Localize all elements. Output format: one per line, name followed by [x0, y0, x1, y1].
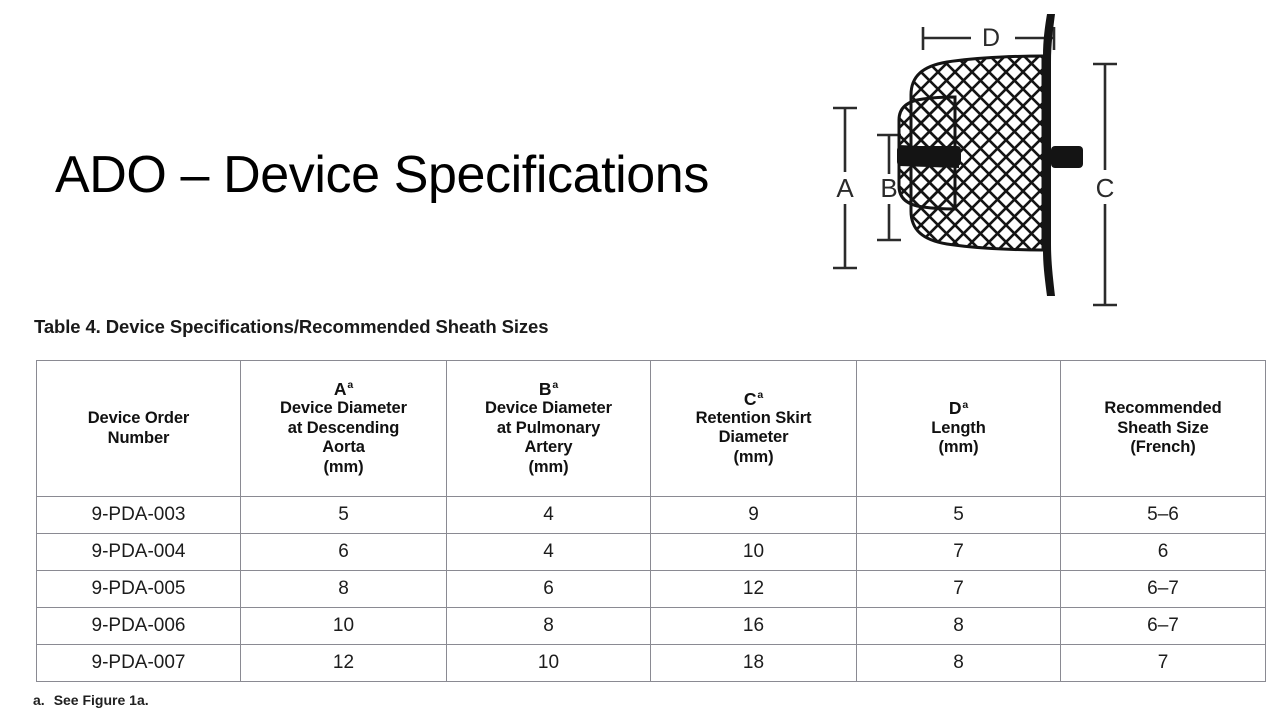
dimension-a-label: A	[836, 173, 854, 203]
cell-diameter-descending-aorta: 5	[240, 496, 447, 534]
cell-diameter-pulmonary-artery: 6	[446, 570, 651, 608]
header-line: (mm)	[733, 447, 774, 466]
header-line: (mm)	[938, 438, 979, 457]
dimension-c	[1093, 62, 1117, 307]
dimension-c-label: C	[1096, 173, 1115, 203]
cell-sheath-size: 5–6	[1060, 496, 1266, 534]
header-line: (French)	[1130, 438, 1196, 457]
cell-order-number: 9-PDA-005	[36, 570, 241, 608]
cell-length: 7	[856, 570, 1061, 608]
dimension-marker-a: Aa	[333, 378, 354, 399]
retention-skirt	[1043, 14, 1055, 296]
cell-diameter-descending-aorta: 8	[240, 570, 447, 608]
table-row: 9-PDA-004 6 4 10 7 6	[36, 533, 1266, 571]
cell-diameter-pulmonary-artery: 4	[446, 496, 651, 534]
cell-sheath-size: 6	[1060, 533, 1266, 571]
dimension-marker-d: Da	[948, 398, 969, 419]
page-title: ADO – Device Specifications	[55, 146, 709, 204]
cell-diameter-descending-aorta: 6	[240, 533, 447, 571]
footnote-marker: a.	[33, 692, 45, 708]
dimension-marker-b: Ba	[538, 378, 559, 399]
dimension-b	[877, 133, 901, 242]
table-caption: Table 4. Device Specifications/Recommend…	[34, 316, 549, 337]
cell-sheath-size: 6–7	[1060, 607, 1266, 645]
cell-retention-skirt-diameter: 9	[650, 496, 857, 534]
cell-retention-skirt-diameter: 18	[650, 644, 857, 682]
cell-diameter-descending-aorta: 10	[240, 607, 447, 645]
table-row: 9-PDA-003 5 4 9 5 5–6	[36, 496, 1266, 534]
column-header-length: Da Length (mm)	[856, 360, 1061, 497]
cell-order-number: 9-PDA-007	[36, 644, 241, 682]
dimension-d-label: D	[982, 24, 1000, 52]
device-specifications-table: Device Order Number Aa Device Diameter a…	[36, 360, 1266, 682]
cell-sheath-size: 6–7	[1060, 570, 1266, 608]
header-line: (mm)	[323, 457, 364, 476]
screw-attachment-stub	[1051, 146, 1083, 168]
cell-retention-skirt-diameter: 16	[650, 607, 857, 645]
cell-retention-skirt-diameter: 10	[650, 533, 857, 571]
dimension-b-label: B	[880, 173, 897, 203]
column-header-diameter-descending-aorta: Aa Device Diameter at Descending Aorta (…	[240, 360, 447, 497]
header-line: Device Diameter	[485, 399, 612, 418]
device-cross-section-diagram: D A B C	[819, 0, 1119, 310]
header-line: at Pulmonary	[496, 418, 601, 437]
column-header-diameter-pulmonary-artery: Ba Device Diameter at Pulmonary Artery (…	[446, 360, 651, 497]
cell-order-number: 9-PDA-006	[36, 607, 241, 645]
header-line: (mm)	[528, 457, 569, 476]
header-line: Artery	[524, 438, 573, 457]
cell-order-number: 9-PDA-003	[36, 496, 241, 534]
header-line: at Descending	[287, 418, 400, 437]
table-footnote: a. See Figure 1a.	[33, 692, 149, 708]
cell-length: 7	[856, 533, 1061, 571]
column-header-order-number: Device Order Number	[36, 360, 241, 497]
header-line: Diameter	[718, 428, 789, 447]
header-line: Device Order	[87, 409, 190, 428]
header-line: Retention Skirt	[695, 408, 812, 427]
footnote-text: See Figure 1a.	[53, 692, 149, 708]
cell-length: 8	[856, 644, 1061, 682]
header-line: Sheath Size	[1117, 418, 1209, 437]
dimension-marker-c: Ca	[743, 388, 764, 409]
header-line: Device Diameter	[280, 399, 407, 418]
cell-diameter-pulmonary-artery: 10	[446, 644, 651, 682]
table-row: 9-PDA-005 8 6 12 7 6–7	[36, 570, 1266, 608]
cell-diameter-descending-aorta: 12	[240, 644, 447, 682]
cell-order-number: 9-PDA-004	[36, 533, 241, 571]
cell-sheath-size: 7	[1060, 644, 1266, 682]
dimension-a	[833, 106, 857, 270]
header-line: Length	[931, 418, 986, 437]
header-line: Number	[107, 428, 170, 447]
table-row: 9-PDA-006 10 8 16 8 6–7	[36, 607, 1266, 645]
cell-length: 8	[856, 607, 1061, 645]
occluder-device	[897, 14, 1083, 296]
cell-diameter-pulmonary-artery: 4	[446, 533, 651, 571]
cell-diameter-pulmonary-artery: 8	[446, 607, 651, 645]
cell-length: 5	[856, 496, 1061, 534]
column-header-retention-skirt-diameter: Ca Retention Skirt Diameter (mm)	[650, 360, 857, 497]
column-header-sheath-size: Recommended Sheath Size (French)	[1060, 360, 1266, 497]
table-row: 9-PDA-007 12 10 18 8 7	[36, 644, 1266, 682]
cell-retention-skirt-diameter: 12	[650, 570, 857, 608]
header-line: Aorta	[322, 438, 365, 457]
header-line: Recommended	[1104, 399, 1222, 418]
table-header-row: Device Order Number Aa Device Diameter a…	[36, 360, 1266, 497]
